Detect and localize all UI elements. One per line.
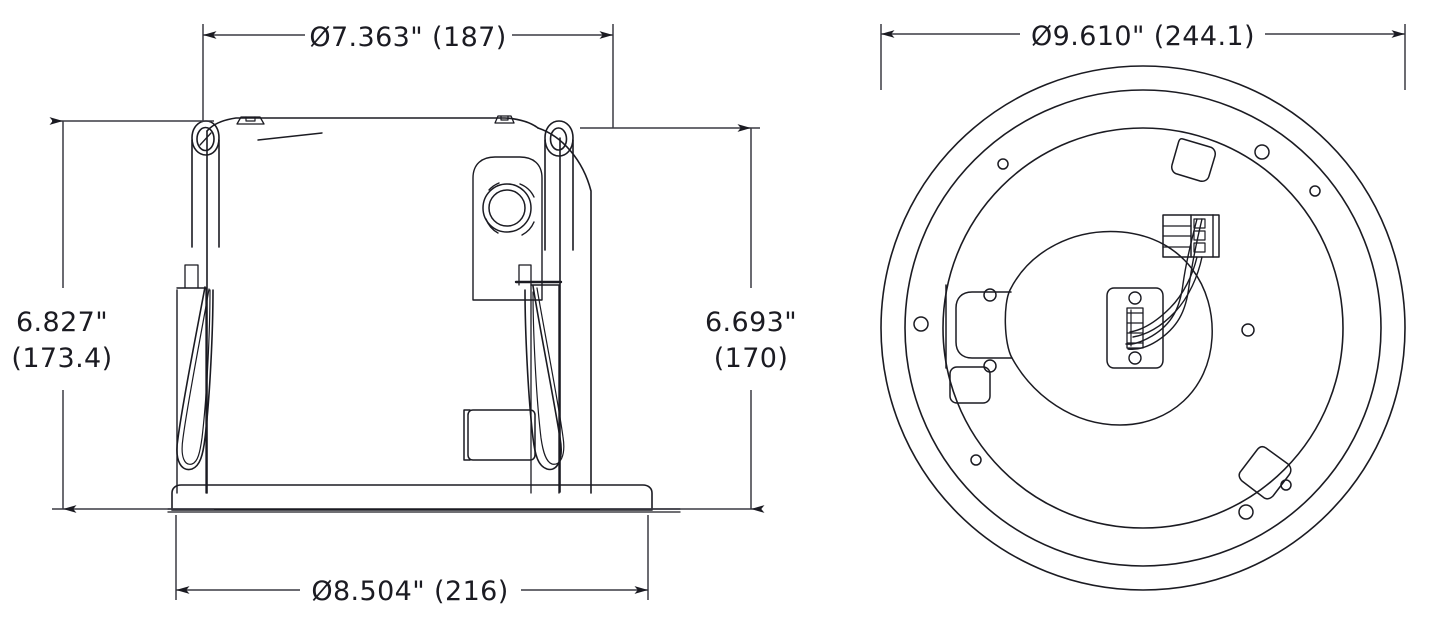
top-clip-right [494,115,515,124]
dimension-side-height-left [49,117,214,513]
left-torsion-spring [176,264,214,494]
top-clip-left [236,116,265,125]
bottom-flange [167,484,681,513]
mounting-clip-top [1171,138,1216,182]
wire-harness [1125,218,1203,350]
dimension-label-plan-outer-diameter: Ø9.610" (244.1) [1031,21,1255,52]
dimension-plan-outer-diameter [880,24,1406,90]
driver-housing-teardrop [955,230,1213,426]
dimension-side-top-width [202,24,614,128]
dimension-label-top-width: Ø7.363" (187) [309,22,506,53]
junction-box [463,409,536,461]
mounting-clip-bottom-right [1238,445,1292,500]
dimension-label-height-right-line1: 6.693" [705,307,797,338]
access-port [472,156,543,301]
dimension-side-height-right [580,124,765,513]
hanger-tab-left [191,120,220,248]
dimension-label-height-left-line2: (173.4) [11,343,112,374]
inner-reflector-ring [942,127,1344,529]
mounting-holes [913,144,1321,520]
middle-ring [904,89,1382,567]
dimension-label-height-left-line1: 6.827" [16,307,108,338]
dimension-label-height-right-line2: (170) [714,343,789,374]
dimension-label-flange-width: Ø8.504" (216) [311,576,508,607]
wire-connector [1106,287,1164,369]
hanger-tab-right [544,120,574,251]
outer-trim-ring [880,65,1406,591]
right-torsion-spring [514,264,565,494]
terminal-block [1162,214,1220,258]
dimension-side-flange-width [175,515,649,600]
mounting-clip-left [949,366,991,404]
side-elevation-view [167,115,681,513]
plan-view [880,65,1406,591]
